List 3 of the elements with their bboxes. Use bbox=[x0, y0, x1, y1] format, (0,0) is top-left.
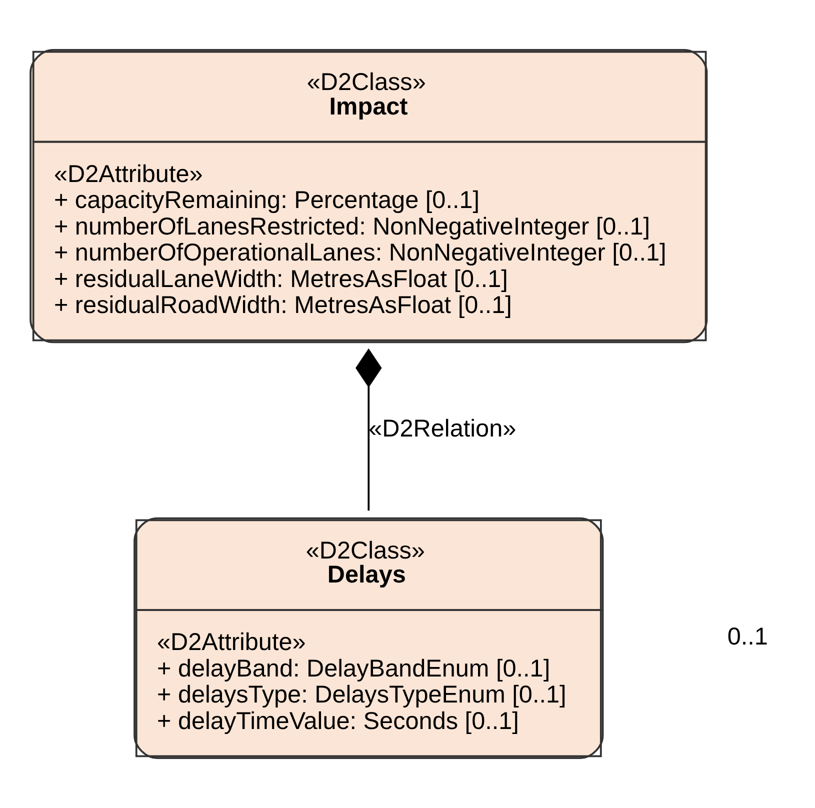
connector bbox=[356, 348, 382, 511]
label: 0..1 bbox=[727, 624, 768, 651]
edge-label: «D2Relation» bbox=[368, 416, 516, 443]
